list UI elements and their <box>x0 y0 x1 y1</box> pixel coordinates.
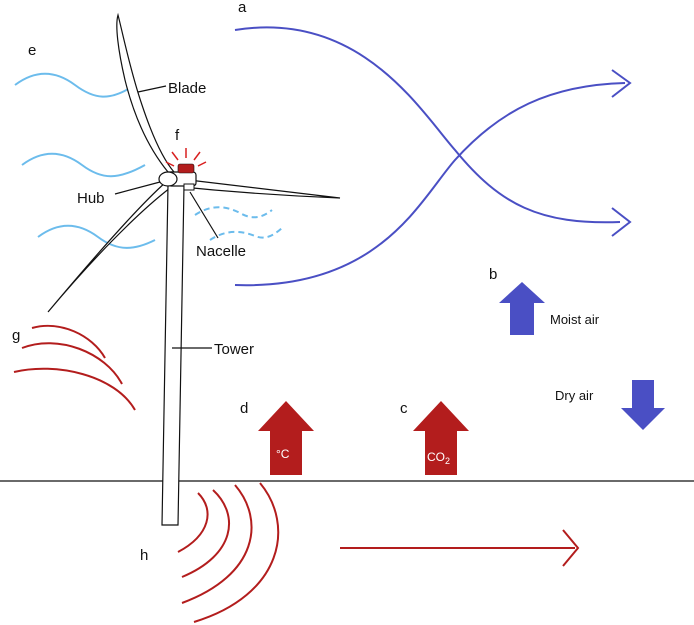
label-f: f <box>175 127 180 144</box>
label-e: e <box>28 42 36 59</box>
blade-left <box>47 181 171 313</box>
noise-arcs <box>13 324 136 411</box>
warning-light-ray-right <box>193 151 201 161</box>
label-g: g <box>12 327 20 344</box>
warning-light-body <box>177 163 195 174</box>
label-a: a <box>238 0 247 16</box>
blade-up <box>116 12 176 173</box>
moist-air-label: Moist air <box>550 312 600 327</box>
label-b: b <box>489 266 497 283</box>
temperature-arrow <box>258 401 314 475</box>
wind-wave-dashed-1 <box>194 206 273 219</box>
temperature-label: °C <box>276 447 290 461</box>
dry-air-arrow <box>621 380 665 430</box>
ground-vibration-arcs <box>177 482 280 623</box>
hub-label: Hub <box>77 190 105 207</box>
co2-subscript: 2 <box>445 456 450 466</box>
airflow-upper-path <box>234 26 621 224</box>
label-h: h <box>140 547 148 564</box>
vibration-arc-4 <box>193 482 280 623</box>
blade-label: Blade <box>168 80 206 97</box>
wind-wave-dashed-2 <box>209 227 283 241</box>
airflow-upper-arrowhead <box>611 69 632 98</box>
noise-arc-2 <box>21 342 123 385</box>
vibration-arc-2 <box>181 489 230 578</box>
label-c: c <box>400 400 408 417</box>
dry-air-label: Dry air <box>555 388 594 403</box>
vibration-direction-arrowhead <box>562 529 580 567</box>
wind-wave-2 <box>21 152 146 178</box>
hub-leader-line <box>114 181 161 195</box>
turbine-tower <box>161 184 185 526</box>
noise-arc-3 <box>13 367 136 411</box>
warning-light <box>165 148 207 174</box>
co2-main-text: CO <box>427 450 445 464</box>
co2-label: CO2 <box>427 450 450 466</box>
label-d: d <box>240 400 248 417</box>
wind-waves <box>14 72 283 249</box>
turbine-blades <box>47 12 341 313</box>
vibration-arc-1 <box>177 492 209 553</box>
turbine-hub <box>158 171 178 187</box>
nacelle-label: Nacelle <box>196 243 246 260</box>
tower-label: Tower <box>214 341 254 358</box>
airflow-lower-path <box>234 82 626 287</box>
wind-wave-3 <box>37 224 156 249</box>
nacelle-leader-line <box>189 191 219 239</box>
blade-right <box>171 177 341 199</box>
vibration-arc-3 <box>181 484 253 604</box>
noise-arc-1 <box>31 324 106 359</box>
blade-leader-line <box>137 85 167 93</box>
airflow-lower-arrowhead <box>611 207 632 237</box>
warning-light-ray-left <box>171 151 179 161</box>
nacelle-detail <box>183 183 195 191</box>
moist-air-arrow <box>499 282 545 335</box>
warning-light-ray-far-right <box>197 161 207 167</box>
wind-wave-1 <box>14 72 131 98</box>
airflow-crossing-arrows <box>234 26 632 287</box>
co2-arrow <box>413 401 469 475</box>
warning-light-ray-far-left <box>165 161 175 167</box>
